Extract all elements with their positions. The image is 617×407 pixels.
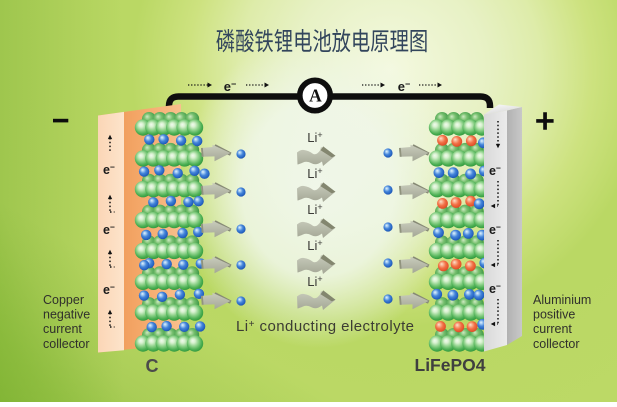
svg-text:collector: collector: [533, 337, 580, 351]
svg-text:e−: e−: [489, 281, 501, 296]
svg-text:e−: e−: [103, 222, 115, 237]
svg-text:current: current: [43, 322, 82, 336]
svg-text:e−: e−: [103, 282, 115, 297]
svg-text:e−: e−: [489, 222, 501, 237]
svg-text:C: C: [146, 356, 159, 376]
svg-text:Li+ conducting electrolyte: Li+ conducting electrolyte: [236, 318, 414, 335]
svg-text:A: A: [309, 85, 322, 105]
svg-text:positive: positive: [533, 308, 575, 322]
svg-text:collector: collector: [43, 337, 90, 351]
svg-text:negative: negative: [43, 308, 90, 322]
svg-text:current: current: [533, 322, 572, 336]
svg-text:Copper: Copper: [43, 293, 84, 307]
svg-text:e−: e−: [103, 162, 115, 177]
svg-text:LiFePO4: LiFePO4: [415, 355, 486, 375]
svg-text:Aluminium: Aluminium: [533, 293, 591, 307]
svg-text:e−: e−: [489, 163, 501, 178]
